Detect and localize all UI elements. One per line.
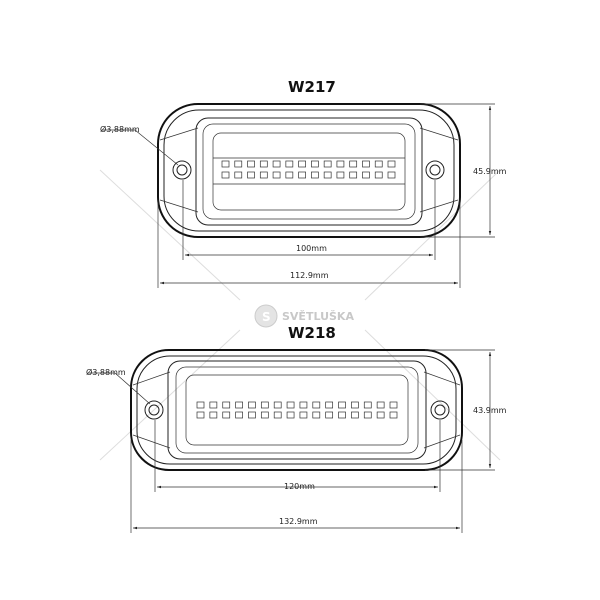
led-cell — [376, 401, 385, 409]
led-cell — [299, 401, 308, 409]
led-cell — [311, 171, 319, 179]
led-cell — [389, 401, 398, 409]
led-cell — [209, 411, 218, 419]
led-cell — [298, 171, 306, 179]
led-cell — [196, 411, 205, 419]
svg-text:S: S — [262, 310, 271, 324]
led-cell — [323, 160, 332, 168]
led-cell — [363, 411, 372, 419]
led-cell — [362, 160, 370, 168]
led-cell — [272, 160, 281, 168]
led-cell — [374, 160, 383, 168]
led-cell — [285, 160, 294, 168]
led-cell — [298, 160, 306, 168]
led-cell — [285, 171, 294, 179]
watermark-logo: S SVĚTLUŠKA — [254, 304, 354, 328]
drawing-w217: W217 Ø3,88mm 100mm 112.9mm 45.9mm — [100, 78, 507, 288]
led-cell — [196, 401, 205, 409]
led-cell — [234, 171, 243, 179]
led-cell — [221, 171, 230, 179]
led-cell — [247, 160, 255, 168]
led-cell — [247, 171, 255, 179]
led-cell — [286, 401, 295, 409]
led-cell — [272, 171, 281, 179]
led-cell — [351, 411, 359, 419]
drawing-title: W217 — [288, 78, 336, 96]
led-cell — [222, 411, 231, 419]
led-cell — [234, 160, 243, 168]
led-cell — [336, 160, 345, 168]
led-cell — [325, 401, 334, 409]
led-cell — [387, 171, 396, 179]
svg-text:SVĚTLUŠKA: SVĚTLUŠKA — [282, 310, 354, 323]
overall-width-label: 132.9mm — [279, 517, 318, 526]
led-cell — [387, 160, 396, 168]
led-grid — [221, 160, 396, 179]
drawing-title: W218 — [288, 324, 336, 342]
drawing-w218: W218 Ø3,88mm 120mm 132.9mm 43.9mm — [86, 324, 507, 533]
led-cell — [376, 411, 385, 419]
led-cell — [349, 171, 358, 179]
led-cell — [260, 401, 269, 409]
watermark-lines — [99, 169, 501, 461]
mounting-hole-left — [172, 160, 192, 180]
led-grid — [196, 401, 398, 419]
hole-diameter-label: Ø3,88mm — [100, 124, 140, 134]
led-cell — [349, 160, 358, 168]
led-cell — [312, 411, 321, 419]
led-cell — [363, 401, 372, 409]
overall-width-label: 112.9mm — [290, 271, 329, 280]
led-cell — [336, 171, 345, 179]
hole-spacing-label: 120mm — [284, 482, 315, 491]
led-cell — [235, 401, 243, 409]
led-cell — [312, 401, 321, 409]
hole-diameter-label: Ø3,88mm — [86, 367, 126, 377]
led-cell — [273, 401, 282, 409]
led-cell — [338, 411, 346, 419]
led-cell — [351, 401, 359, 409]
overall-height-label: 43.9mm — [473, 406, 507, 415]
led-cell — [273, 411, 282, 419]
mounting-hole-left — [144, 400, 164, 420]
led-cell — [325, 411, 334, 419]
led-cell — [374, 171, 383, 179]
led-cell — [222, 401, 231, 409]
led-cell — [221, 160, 230, 168]
led-cell — [259, 160, 268, 168]
led-cell — [260, 411, 269, 419]
mounting-hole-right — [430, 400, 450, 420]
led-cell — [248, 401, 256, 409]
led-cell — [323, 171, 332, 179]
overall-height-label: 45.9mm — [473, 167, 507, 176]
led-cell — [389, 411, 398, 419]
led-cell — [338, 401, 346, 409]
led-cell — [235, 411, 243, 419]
led-cell — [362, 171, 370, 179]
hole-spacing-label: 100mm — [296, 244, 327, 253]
mounting-hole-right — [425, 160, 445, 180]
led-cell — [299, 411, 308, 419]
led-cell — [209, 401, 218, 409]
led-cell — [248, 411, 256, 419]
led-cell — [259, 171, 268, 179]
led-cell — [311, 160, 319, 168]
led-cell — [286, 411, 295, 419]
